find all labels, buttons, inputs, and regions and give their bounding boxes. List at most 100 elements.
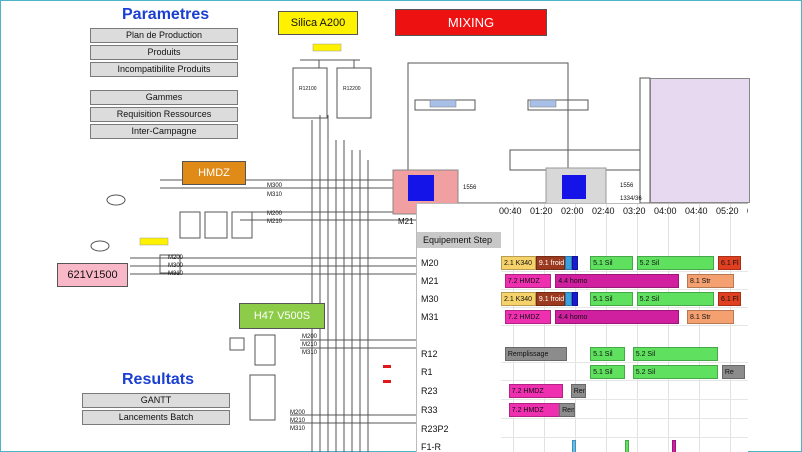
gantt-time-label: 02:40 [592,206,615,216]
gantt-bar[interactable]: Remplissage [504,347,567,361]
gantt-bar[interactable]: 8.1 Str [687,274,734,288]
gantt-bar[interactable]: 8.1 Str [687,310,734,324]
gantt-bar[interactable]: Rem [559,403,575,417]
gantt-row-label: R23 [421,386,438,396]
gantt-bar[interactable] [565,292,572,306]
gantt-row-label: M21 [421,276,439,286]
gammes-button[interactable]: Gammes [90,90,238,105]
gantt-bar[interactable]: 2.1 K340 [501,256,536,270]
gantt-bar[interactable]: 5.1 Sil [590,347,625,361]
gantt-gridline [668,204,669,452]
h47-v500s-tag[interactable]: H47 V500S [239,303,325,329]
gantt-bar[interactable]: Re [721,365,746,379]
gantt-bar[interactable]: 7.2 HMDZ [504,274,552,288]
gantt-row-line [501,399,748,400]
gantt-bar[interactable] [625,440,629,452]
gantt-time-label: 06:00 [747,206,748,216]
gantt-bar[interactable]: 2.1 K340 [501,292,536,306]
gantt-bar[interactable]: 5.2 Sil [632,365,718,379]
gantt-header: Equipement Step [417,232,501,248]
gantt-row-line [501,271,748,272]
gantt-time-label: 04:40 [685,206,708,216]
gantt-gridline [544,204,545,452]
gantt-gridline [606,204,607,452]
gantt-bar[interactable] [565,256,572,270]
requisition-ressources-button[interactable]: Requisition Ressources [90,107,238,122]
gantt-row-line [501,380,748,381]
gantt-row-line [501,325,748,326]
gantt-bar[interactable] [571,256,578,270]
gantt-gridline [699,204,700,452]
label-1556-b: 1556 [620,183,634,189]
gantt-bar[interactable] [671,440,676,452]
label-m310: M310 [267,192,283,198]
gantt-bar[interactable]: 7.2 HMDZ [508,384,563,398]
gantt-time-label: 03:20 [623,206,646,216]
gantt-bar[interactable]: 4.4 homo [555,274,680,288]
plan-production-button[interactable]: Plan de Production [90,28,238,43]
label-1556-a: 1556 [463,185,477,191]
gantt-bar[interactable]: 4.4 homo [555,310,680,324]
label-1334: 1334/36 [620,196,642,202]
gantt-bar[interactable]: 5.2 Sil [636,292,715,306]
gantt-bar[interactable]: 6.1 Fl [718,292,742,306]
gantt-bar[interactable]: 7.2 HMDZ [508,403,563,417]
gantt-row-label: R33 [421,405,438,415]
gantt-row-label: F1-R [421,442,441,452]
label-r12200: R12200 [343,86,361,92]
gantt-row-label: R1 [421,367,433,377]
label-m300-b: M300 [168,263,184,269]
gantt-bar[interactable]: 9.1 froid [535,292,566,306]
label-m310-d: M310 [290,426,306,432]
label-r12100: R12100 [299,86,317,92]
gantt-bar[interactable]: 7.2 HMDZ [504,310,552,324]
gantt-row-label: M20 [421,258,439,268]
gantt-time-label: 01:20 [530,206,553,216]
gantt-time-label: 05:20 [716,206,739,216]
gantt-gridline [513,204,514,452]
gantt-gridline [730,204,731,452]
label-m200-c: M200 [302,334,318,340]
label-m310-c: M310 [302,350,318,356]
produits-button[interactable]: Produits [90,45,238,60]
gantt-bar[interactable]: 5.1 Sil [590,365,625,379]
gantt-bar[interactable]: Rem [570,384,587,398]
gantt-bar[interactable]: 5.2 Sil [632,347,718,361]
hmdz-tag[interactable]: HMDZ [182,161,246,185]
label-m200-b: M200 [168,255,184,261]
gantt-bar[interactable]: 5.1 Sil [590,292,633,306]
gantt-time-label: 00:40 [499,206,522,216]
inter-campagne-button[interactable]: Inter-Campagne [90,124,238,139]
gantt-row-line [501,437,748,438]
label-m210-d: M210 [290,418,306,424]
gantt-row-label: M31 [421,312,439,322]
purple-process-zone [650,78,750,203]
gantt-row-line [501,307,748,308]
lancements-batch-button[interactable]: Lancements Batch [82,410,230,425]
gantt-bar[interactable]: 5.1 Sil [590,256,633,270]
label-m210-a: M210 [267,219,283,225]
mixing-tag[interactable]: MIXING [395,9,547,36]
label-m310-b: M310 [168,271,184,277]
gantt-bar[interactable] [571,292,578,306]
gantt-gridline [575,204,576,452]
gantt-gridline [637,204,638,452]
v1500-tag[interactable]: 621V1500 [57,263,128,287]
gantt-button[interactable]: GANTT [82,393,230,408]
label-m210-c: M210 [302,342,318,348]
gantt-bar[interactable]: 9.1 froid [535,256,566,270]
incompatibilite-produits-button[interactable]: Incompatibilite Produits [90,62,238,77]
gantt-time-label: 04:00 [654,206,677,216]
gantt-row-line [501,289,748,290]
gantt-row-line [501,418,748,419]
label-m200-d: M200 [290,410,306,416]
gantt-bar[interactable]: 5.2 Sil [636,256,715,270]
gantt-bar[interactable] [572,440,577,452]
silica-a200-tag[interactable]: Silica A200 [278,11,358,35]
gantt-row-label: M30 [421,294,439,304]
gantt-row-label: R23P2 [421,424,449,434]
gantt-bar[interactable]: 6.1 Fl [718,256,742,270]
label-m300: M300 [267,183,283,189]
gantt-row-label: R12 [421,349,438,359]
